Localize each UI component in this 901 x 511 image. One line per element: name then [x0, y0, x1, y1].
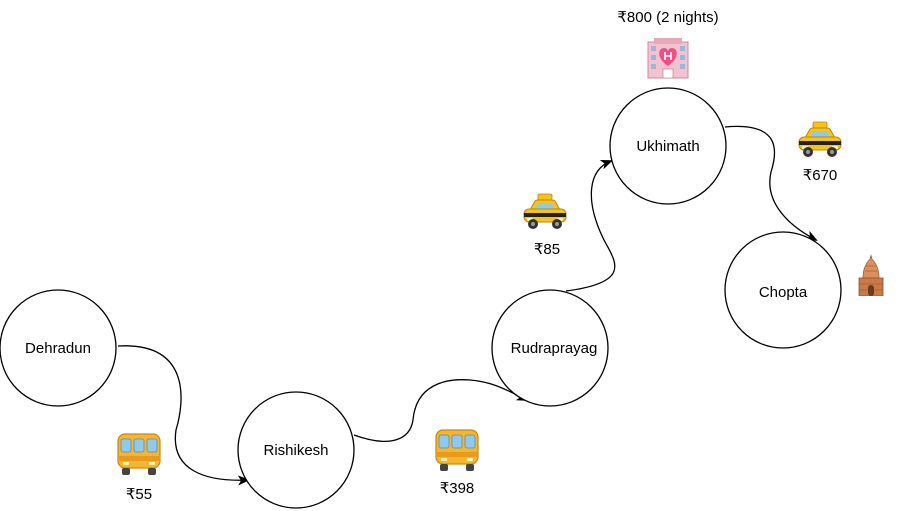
taxi-icon: [798, 121, 842, 158]
leg-price-ukhimath-chopta: ₹670: [803, 167, 838, 184]
bus-icon: [117, 433, 161, 476]
node-rishikesh[interactable]: Rishikesh: [237, 391, 355, 509]
node-label: Rudraprayag: [511, 340, 598, 357]
leg-price-rishikesh-rudraprayag: ₹398: [440, 480, 475, 497]
leg-price-dehradun-rishikesh: ₹55: [126, 486, 152, 503]
taxi-icon: [523, 193, 567, 230]
stay-price: ₹800 (2 nights): [617, 9, 718, 26]
bus-icon: [435, 429, 479, 472]
node-rudraprayag[interactable]: Rudraprayag: [491, 289, 609, 407]
edge-dehradun-rishikesh: [117, 345, 250, 486]
node-dehradun[interactable]: Dehradun: [0, 289, 117, 407]
edge-rishikesh-rudraprayag: [353, 379, 529, 442]
edge-ukhimath-chopta: [724, 125, 818, 241]
node-label: Chopta: [759, 284, 808, 301]
leg-price-rudraprayag-ukhimath: ₹85: [534, 241, 560, 258]
node-chopta[interactable]: Chopta: [724, 231, 842, 349]
hotel-icon: [647, 37, 689, 79]
node-label: Rishikesh: [263, 442, 328, 459]
temple-icon: [858, 254, 884, 296]
node-label: Dehradun: [25, 340, 91, 357]
node-label: Ukhimath: [636, 138, 699, 155]
node-ukhimath[interactable]: Ukhimath: [609, 87, 727, 205]
edge-rudraprayag-ukhimath: [565, 159, 616, 292]
